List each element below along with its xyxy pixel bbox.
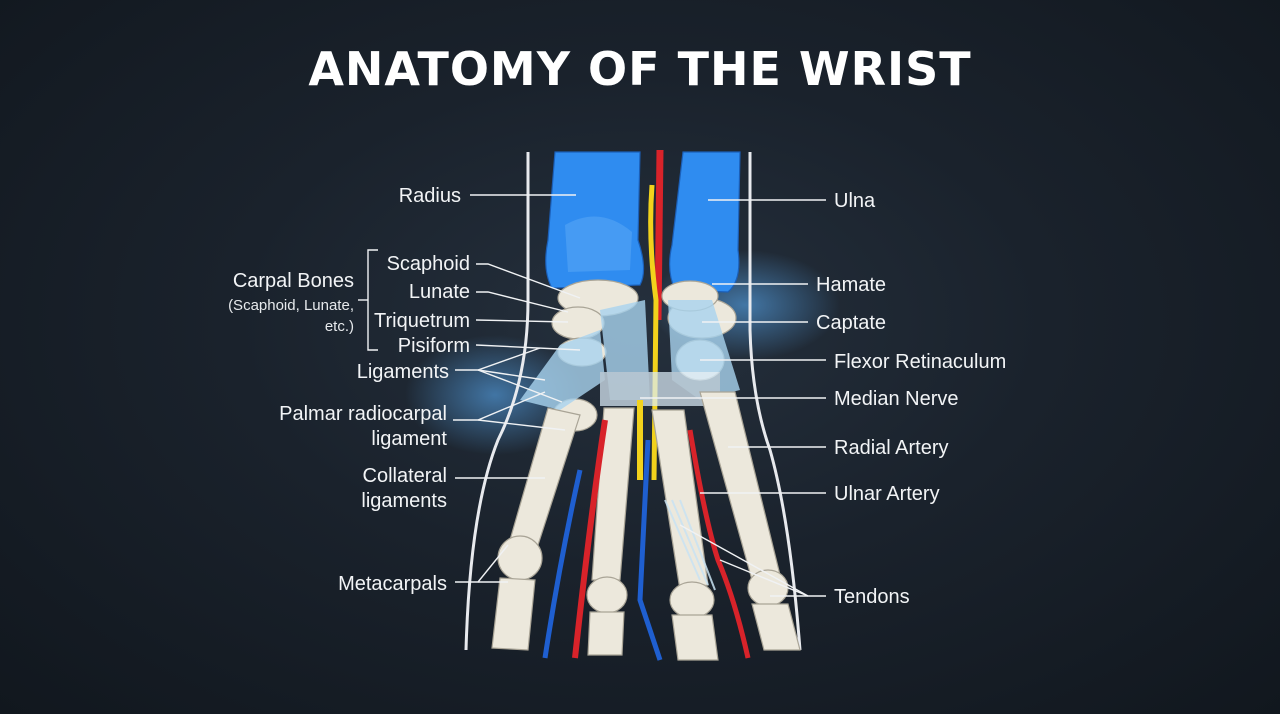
label-carpal-bones-sub2: etc.)	[325, 318, 354, 335]
label-carpal-bones-sub1: (Scaphoid, Lunate,	[228, 297, 354, 314]
label-scaphoid: Scaphoid	[387, 253, 470, 275]
label-capitate: Captate	[816, 312, 886, 334]
ulna-bone	[670, 152, 740, 292]
carpal-bracket	[368, 250, 378, 350]
label-radial-artery: Radial Artery	[834, 437, 949, 459]
radius-head	[565, 216, 632, 272]
label-palmar-2: ligament	[371, 428, 447, 450]
label-collateral-1: Collateral	[363, 465, 447, 487]
label-palmar-1: Palmar radiocarpal	[279, 403, 447, 425]
label-median-nerve: Median Nerve	[834, 388, 959, 410]
label-ulnar-artery: Ulnar Artery	[834, 483, 940, 505]
label-hamate: Hamate	[816, 274, 886, 296]
label-radius: Radius	[399, 185, 461, 207]
nerve-forearm	[651, 185, 656, 480]
label-metacarpals: Metacarpals	[338, 573, 447, 595]
artery-forearm	[658, 150, 660, 320]
label-ligaments: Ligaments	[357, 361, 449, 383]
label-flexor-retinaculum: Flexor Retinaculum	[834, 351, 1006, 373]
label-collateral-2: ligaments	[361, 490, 447, 512]
label-triquetrum: Triquetrum	[374, 310, 470, 332]
label-carpal-bones: Carpal Bones	[233, 270, 354, 292]
label-ulna: Ulna	[834, 190, 876, 212]
label-tendons: Tendons	[834, 586, 910, 608]
label-pisiform: Pisiform	[398, 335, 470, 357]
label-lunate: Lunate	[409, 281, 470, 303]
